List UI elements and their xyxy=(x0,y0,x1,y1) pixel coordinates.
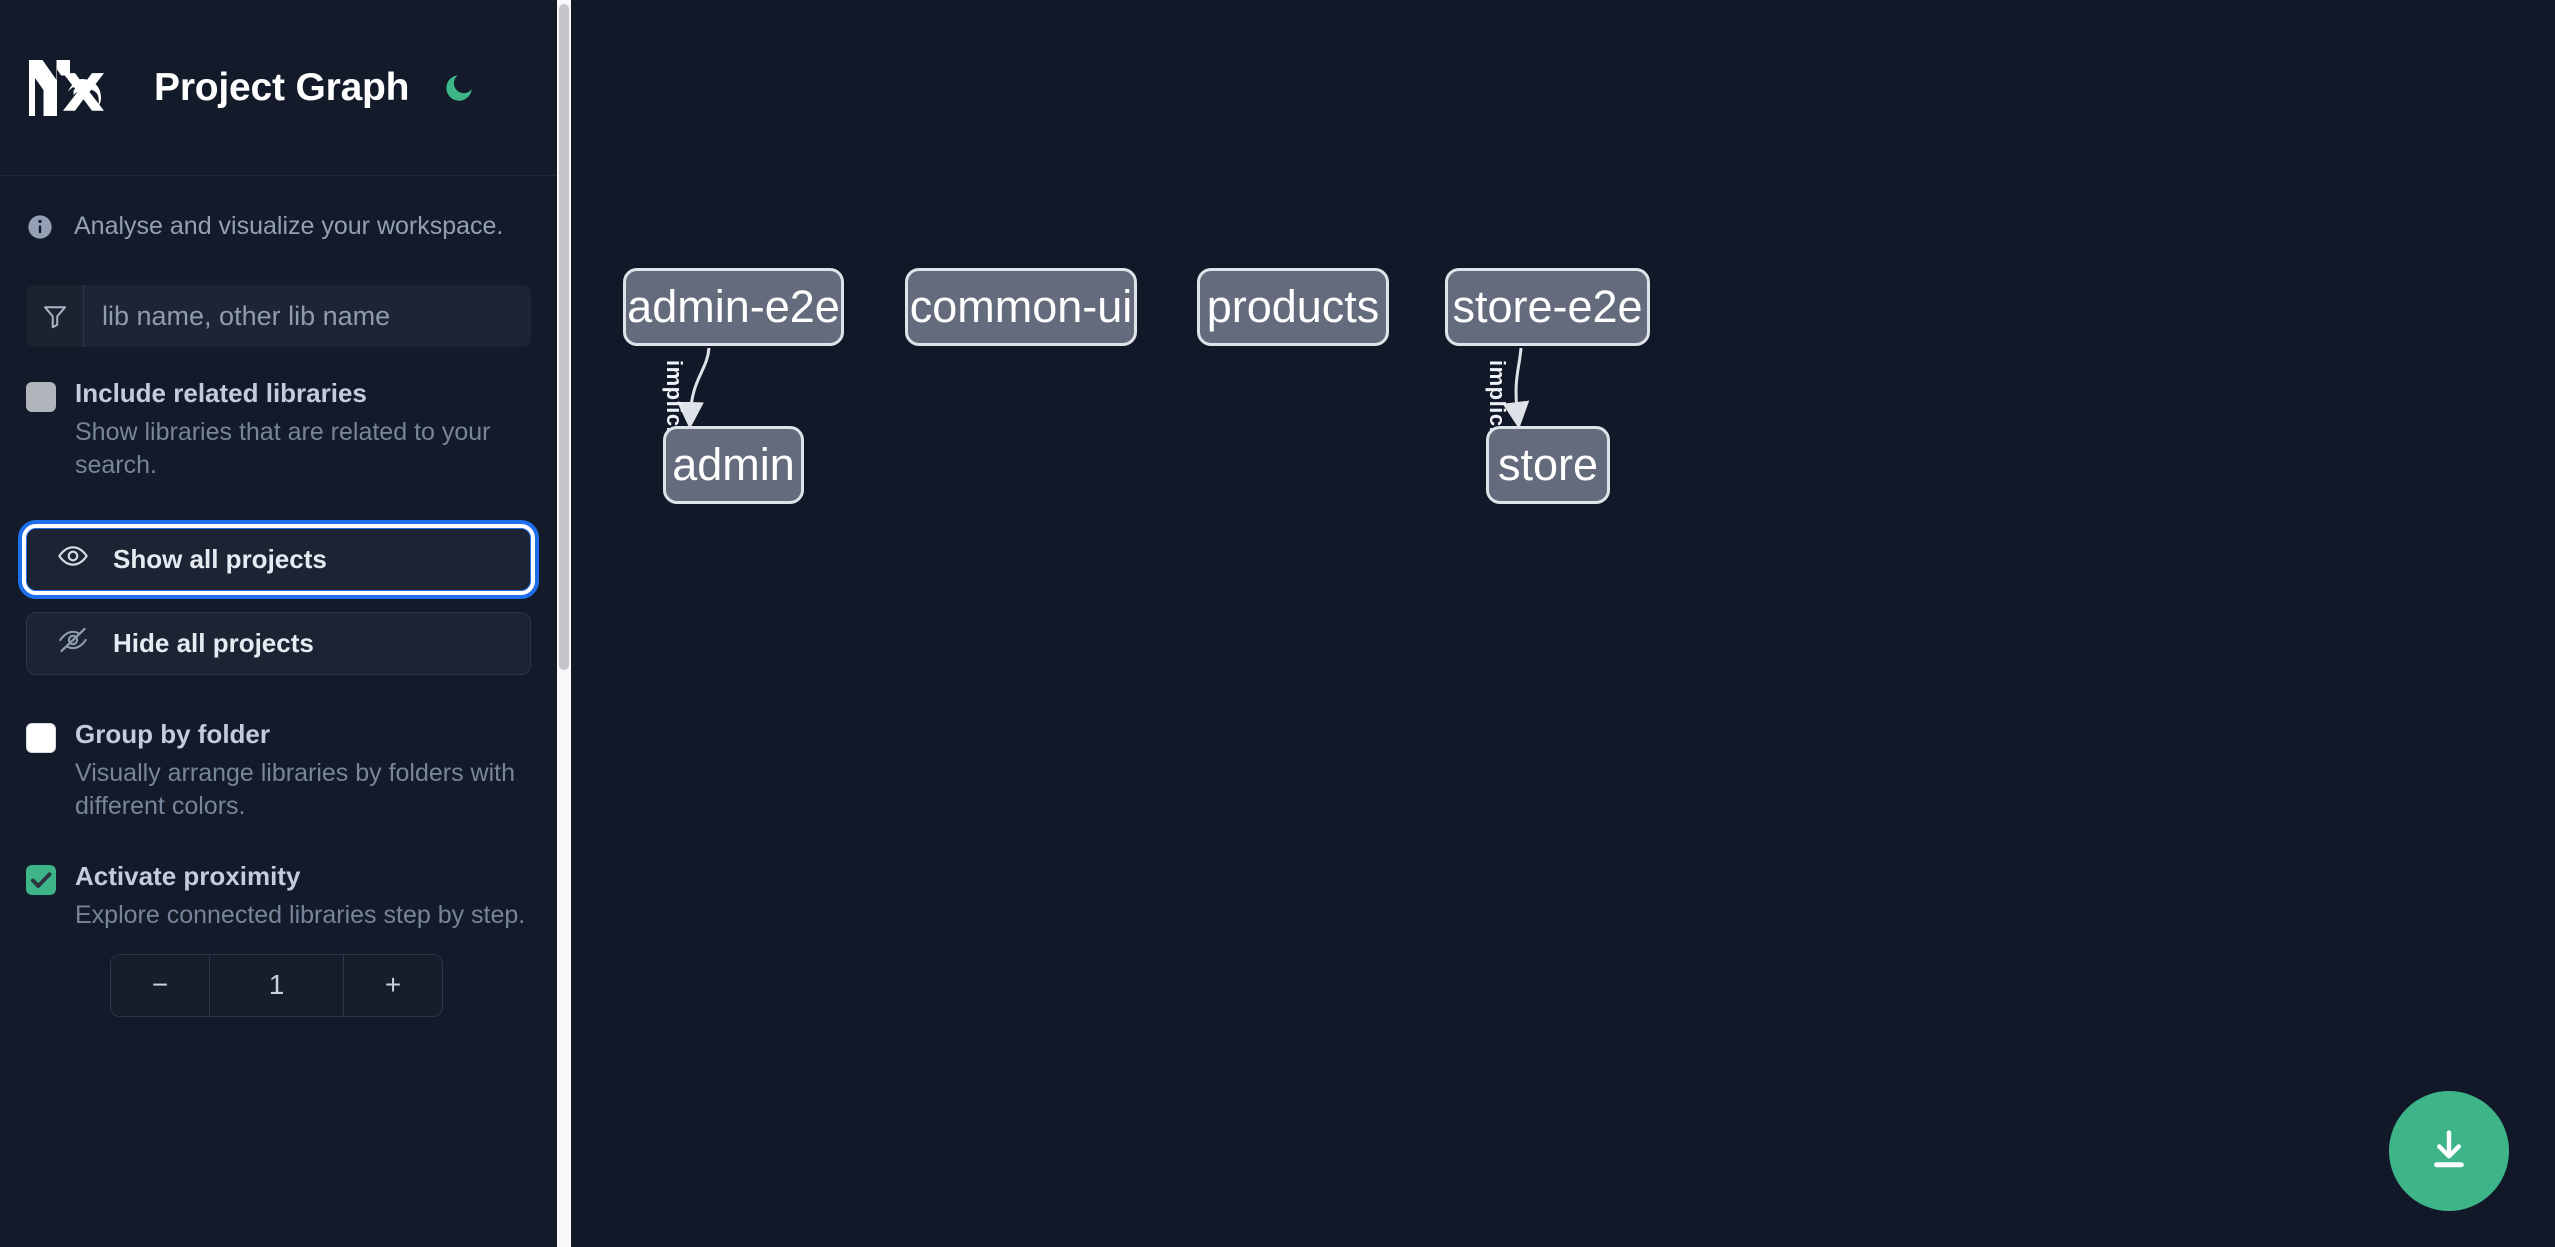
graph-node-store-e2e[interactable]: store-e2e xyxy=(1445,268,1650,346)
option-title: Include related libraries xyxy=(75,378,367,408)
option-description: Visually arrange libraries by folders wi… xyxy=(75,758,516,820)
proximity-decrement-button[interactable]: − xyxy=(111,954,209,1016)
hide-all-projects-label: Hide all projects xyxy=(113,628,314,658)
graph-node-admin[interactable]: admin xyxy=(663,426,804,504)
show-all-projects-label: Show all projects xyxy=(113,544,327,574)
sidebar-header: Project Graph xyxy=(0,0,557,176)
option-group-by-folder[interactable]: Group by folder Visually arrange librari… xyxy=(0,675,557,823)
group-by-folder-checkbox[interactable] xyxy=(26,723,56,753)
graph-canvas[interactable]: implicit implicit admin-e2e common-ui pr… xyxy=(557,0,2555,1247)
option-text-block: Group by folder Visually arrange librari… xyxy=(75,718,531,823)
option-title: Group by folder xyxy=(75,719,270,749)
sidebar: Project Graph Analyse and visualize your… xyxy=(0,0,557,1247)
option-description: Show libraries that are related to your … xyxy=(75,417,491,479)
graph-node-products[interactable]: products xyxy=(1197,268,1389,346)
search-input[interactable] xyxy=(84,285,531,347)
checkbox-col xyxy=(26,860,75,932)
option-include-related-libraries[interactable]: Include related libraries Show libraries… xyxy=(0,347,557,482)
filter-icon xyxy=(26,285,84,347)
include-related-libraries-checkbox[interactable] xyxy=(26,382,56,412)
moon-icon[interactable] xyxy=(437,66,481,110)
option-description: Explore connected libraries step by step… xyxy=(75,900,526,929)
graph-edges xyxy=(676,347,1530,429)
option-text-block: Include related libraries Show libraries… xyxy=(75,377,531,482)
graph-node-store[interactable]: store xyxy=(1486,426,1610,504)
activate-proximity-checkbox[interactable] xyxy=(26,865,56,895)
eye-icon xyxy=(57,540,89,579)
checkbox-col xyxy=(26,377,75,482)
hide-all-projects-button[interactable]: Hide all projects xyxy=(26,612,531,675)
nx-logo-icon xyxy=(26,57,122,119)
workspace-note: Analyse and visualize your workspace. xyxy=(0,176,557,241)
graph-node-admin-e2e[interactable]: admin-e2e xyxy=(623,268,844,346)
search-field[interactable] xyxy=(26,285,531,347)
sidebar-scrollbar-thumb[interactable] xyxy=(559,4,569,670)
proximity-increment-button[interactable]: + xyxy=(344,954,442,1016)
option-text-block: Activate proximity Explore connected lib… xyxy=(75,860,531,932)
checkbox-col xyxy=(26,718,75,823)
app-title: Project Graph xyxy=(154,65,410,109)
download-icon xyxy=(2424,1125,2474,1178)
proximity-value[interactable]: 1 xyxy=(209,954,344,1016)
download-graph-button[interactable] xyxy=(2389,1091,2509,1211)
eye-off-icon xyxy=(57,624,89,663)
proximity-stepper[interactable]: − 1 + xyxy=(110,953,443,1017)
info-icon xyxy=(26,213,54,241)
graph-node-common-ui[interactable]: common-ui xyxy=(905,268,1137,346)
show-all-projects-button[interactable]: Show all projects xyxy=(18,520,539,599)
option-activate-proximity[interactable]: Activate proximity Explore connected lib… xyxy=(0,823,557,932)
option-title: Activate proximity xyxy=(75,861,301,891)
workspace-note-text: Analyse and visualize your workspace. xyxy=(74,212,504,240)
